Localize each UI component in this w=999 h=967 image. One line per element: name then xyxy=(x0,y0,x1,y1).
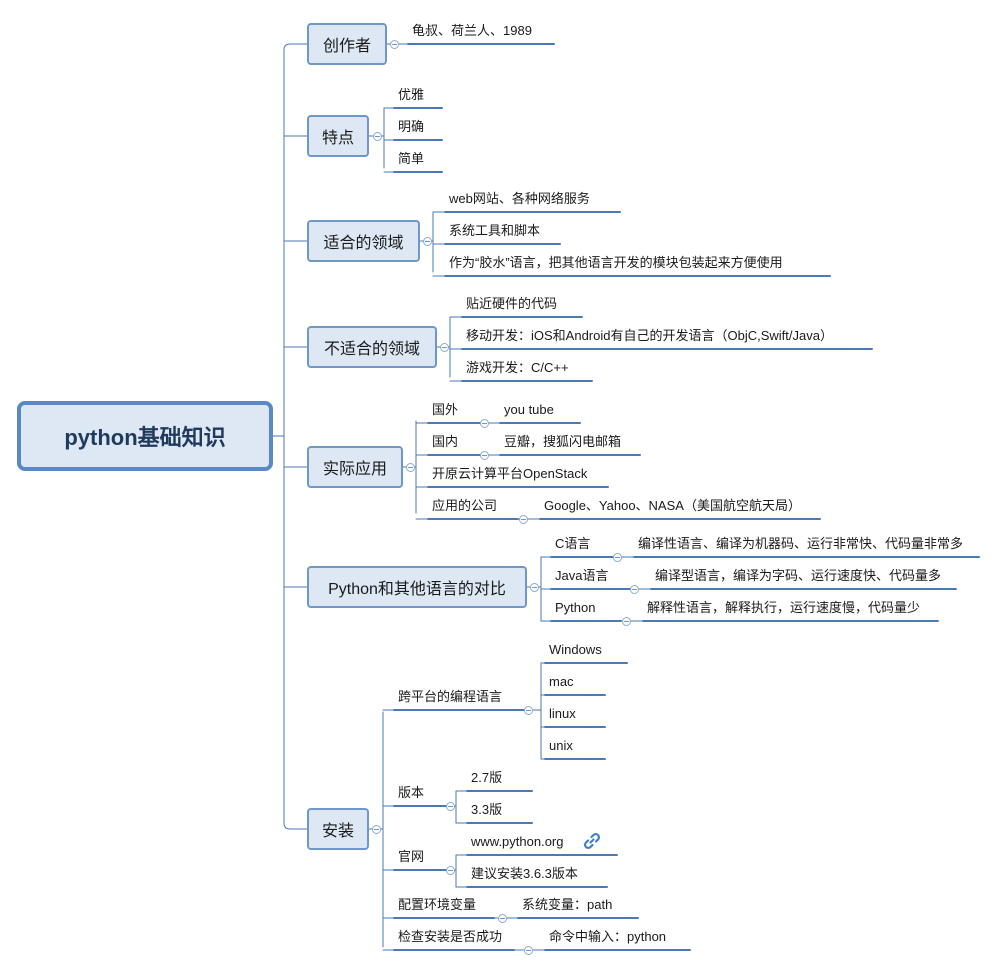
app-leaf-1[interactable]: 豆瓣，搜狐闪电邮箱 xyxy=(504,434,622,449)
collapse-toggle-icon[interactable] xyxy=(629,584,639,594)
collapse-toggle-icon[interactable] xyxy=(389,39,399,49)
collapse-toggle-icon[interactable] xyxy=(372,131,382,141)
connector-line xyxy=(283,43,307,56)
install-node-2[interactable]: 官网 xyxy=(398,849,425,864)
leaf-unsuitable-1[interactable]: 移动开发：iOS和Android有自己的开发语言（ObjC,Swift/Java… xyxy=(466,328,833,343)
connector-line xyxy=(283,817,307,830)
link-icon[interactable] xyxy=(583,832,601,850)
app-node-3[interactable]: 应用的公司 xyxy=(432,498,498,513)
install-leaf-0-1[interactable]: mac xyxy=(549,674,574,689)
install-node-1[interactable]: 版本 xyxy=(398,785,425,800)
compare-leaf-2[interactable]: 解释性语言，解释执行，运行速度慢，代码量少 xyxy=(647,600,921,615)
branch-node-4[interactable]: 实际应用 xyxy=(307,446,403,488)
install-leaf-2-0[interactable]: www.python.org xyxy=(471,834,564,849)
branch-node-5[interactable]: Python和其他语言的对比 xyxy=(307,566,527,608)
leaf-suitable-2[interactable]: 作为“胶水”语言，把其他语言开发的模块包装起来方便使用 xyxy=(449,255,783,270)
collapse-toggle-icon[interactable] xyxy=(523,705,533,715)
collapse-toggle-icon[interactable] xyxy=(439,342,449,352)
root-node[interactable]: python基础知识 xyxy=(17,401,273,471)
app-leaf-0[interactable]: you tube xyxy=(504,402,554,417)
branch-node-0[interactable]: 创作者 xyxy=(307,23,387,65)
collapse-toggle-icon[interactable] xyxy=(529,582,539,592)
branch-node-3[interactable]: 不适合的领域 xyxy=(307,326,437,368)
collapse-toggle-icon[interactable] xyxy=(612,552,622,562)
install-leaf-2-1[interactable]: 建议安装3.6.3版本 xyxy=(471,866,578,881)
compare-node-0[interactable]: C语言 xyxy=(555,536,591,551)
install-leaf-3-0[interactable]: 系统变量：path xyxy=(522,897,613,912)
compare-leaf-1[interactable]: 编译型语言，编译为字码、运行速度快、代码量多 xyxy=(655,568,942,583)
branch-node-1[interactable]: 特点 xyxy=(307,115,369,157)
branch-node-6[interactable]: 安装 xyxy=(307,808,369,850)
leaf-unsuitable-0[interactable]: 贴近硬件的代码 xyxy=(466,296,558,311)
leaf-suitable-1[interactable]: 系统工具和脚本 xyxy=(449,223,541,238)
collapse-toggle-icon[interactable] xyxy=(518,514,528,524)
compare-leaf-0[interactable]: 编译性语言、编译为机器码、运行非常快、代码量非常多 xyxy=(638,536,964,551)
install-leaf-1-1[interactable]: 3.3版 xyxy=(471,802,503,817)
collapse-toggle-icon[interactable] xyxy=(621,616,631,626)
install-leaf-1-0[interactable]: 2.7版 xyxy=(471,770,503,785)
install-node-4[interactable]: 检查安装是否成功 xyxy=(398,929,503,944)
branch-node-2[interactable]: 适合的领域 xyxy=(307,220,420,262)
collapse-toggle-icon[interactable] xyxy=(445,865,455,875)
collapse-toggle-icon[interactable] xyxy=(371,824,381,834)
compare-node-1[interactable]: Java语言 xyxy=(555,568,609,583)
install-node-0[interactable]: 跨平台的编程语言 xyxy=(398,689,503,704)
install-leaf-0-3[interactable]: unix xyxy=(549,738,573,753)
leaf-feature-1[interactable]: 明确 xyxy=(398,119,425,134)
leaf-feature-0[interactable]: 优雅 xyxy=(398,87,425,102)
install-leaf-0-2[interactable]: linux xyxy=(549,706,576,721)
install-node-3[interactable]: 配置环境变量 xyxy=(398,897,477,912)
collapse-toggle-icon[interactable] xyxy=(405,462,415,472)
compare-node-2[interactable]: Python xyxy=(555,600,596,615)
collapse-toggle-icon[interactable] xyxy=(479,450,489,460)
install-leaf-0-0[interactable]: Windows xyxy=(549,642,602,657)
leaf-suitable-0[interactable]: web网站、各种网络服务 xyxy=(449,191,590,206)
collapse-toggle-icon[interactable] xyxy=(497,913,507,923)
collapse-toggle-icon[interactable] xyxy=(422,236,432,246)
app-node-2[interactable]: 开原云计算平台OpenStack xyxy=(432,466,588,481)
leaf-creator[interactable]: 龟叔、荷兰人、1989 xyxy=(412,23,532,38)
app-node-1[interactable]: 国内 xyxy=(432,434,459,449)
install-leaf-4-0[interactable]: 命令中输入：python xyxy=(549,929,667,944)
app-node-0[interactable]: 国外 xyxy=(432,402,459,417)
collapse-toggle-icon[interactable] xyxy=(523,945,533,955)
app-leaf-3[interactable]: Google、Yahoo、NASA（美国航空航天局） xyxy=(544,498,801,513)
leaf-unsuitable-2[interactable]: 游戏开发：C/C++ xyxy=(466,360,569,375)
collapse-toggle-icon[interactable] xyxy=(479,418,489,428)
leaf-feature-2[interactable]: 简单 xyxy=(398,151,425,166)
collapse-toggle-icon[interactable] xyxy=(445,801,455,811)
